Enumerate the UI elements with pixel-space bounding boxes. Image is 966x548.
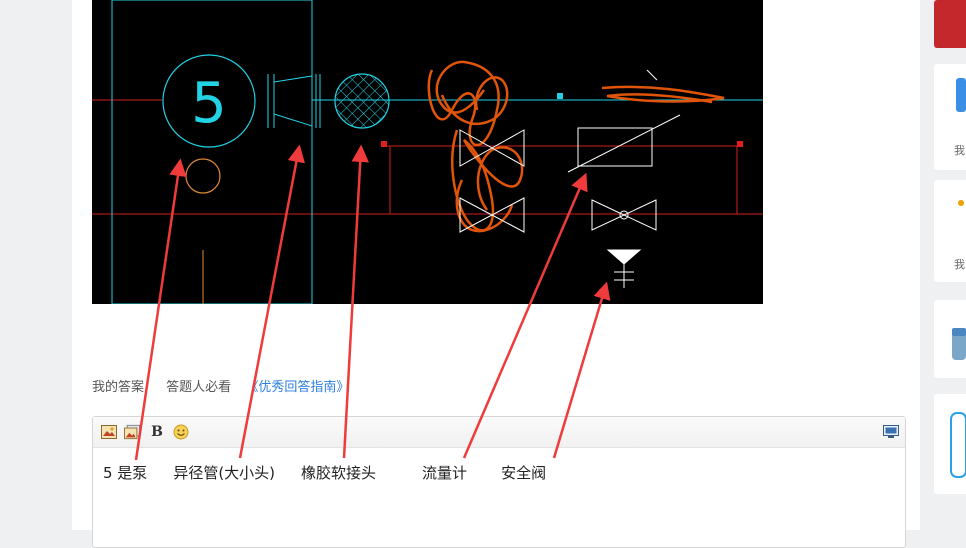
rail-card-3[interactable] bbox=[934, 300, 966, 378]
rail-badge-icon bbox=[952, 328, 966, 360]
rail-card-1-icon bbox=[956, 78, 966, 112]
editor-text-area[interactable]: 5 是泵 异径管(大小头) 橡胶软接头 流量计 安全阀 bbox=[93, 448, 905, 497]
rail-card-1[interactable]: 我 bbox=[934, 64, 966, 170]
right-sidebar: 我 我 bbox=[934, 0, 966, 530]
answer-item-flowmeter: 流量计 bbox=[422, 464, 468, 482]
pump-label: 5 bbox=[191, 71, 227, 136]
my-answer-tab[interactable]: 我的答案 bbox=[92, 380, 145, 395]
rail-card-2[interactable]: 我 bbox=[934, 180, 966, 282]
answer-item-reducer: 异径管(大小头) bbox=[173, 464, 276, 482]
editor-toolbar: B bbox=[93, 417, 905, 448]
rail-card-4[interactable] bbox=[934, 394, 966, 494]
multi-image-icon[interactable] bbox=[124, 424, 140, 440]
answer-guide-link[interactable]: 《优秀回答指南》 bbox=[245, 380, 350, 395]
rail-card-1-text: 我 bbox=[954, 144, 965, 157]
rail-device-icon bbox=[950, 412, 966, 478]
bold-button[interactable]: B bbox=[151, 424, 163, 440]
emoji-icon[interactable] bbox=[173, 424, 189, 440]
rail-banner[interactable] bbox=[934, 0, 966, 48]
rail-card-2-text: 我 bbox=[954, 258, 965, 271]
rail-star-icon bbox=[958, 200, 964, 206]
cad-drawing-image: 5 bbox=[92, 0, 763, 304]
answer-item-rubber-joint: 橡胶软接头 bbox=[301, 464, 377, 482]
answer-editor: B 5 是泵 异径管(大小头) 橡胶软接头 流量计 安全阀 bbox=[92, 416, 906, 548]
must-read-label: 答题人必看 bbox=[166, 380, 232, 395]
answer-item-pump: 5 是泵 bbox=[103, 464, 148, 482]
image-icon[interactable] bbox=[101, 424, 117, 440]
answer-item-safety-valve: 安全阀 bbox=[501, 464, 547, 482]
fullscreen-icon[interactable] bbox=[883, 424, 899, 440]
answer-action-bar: 我的答案 答题人必看 《优秀回答指南》 bbox=[92, 376, 367, 396]
